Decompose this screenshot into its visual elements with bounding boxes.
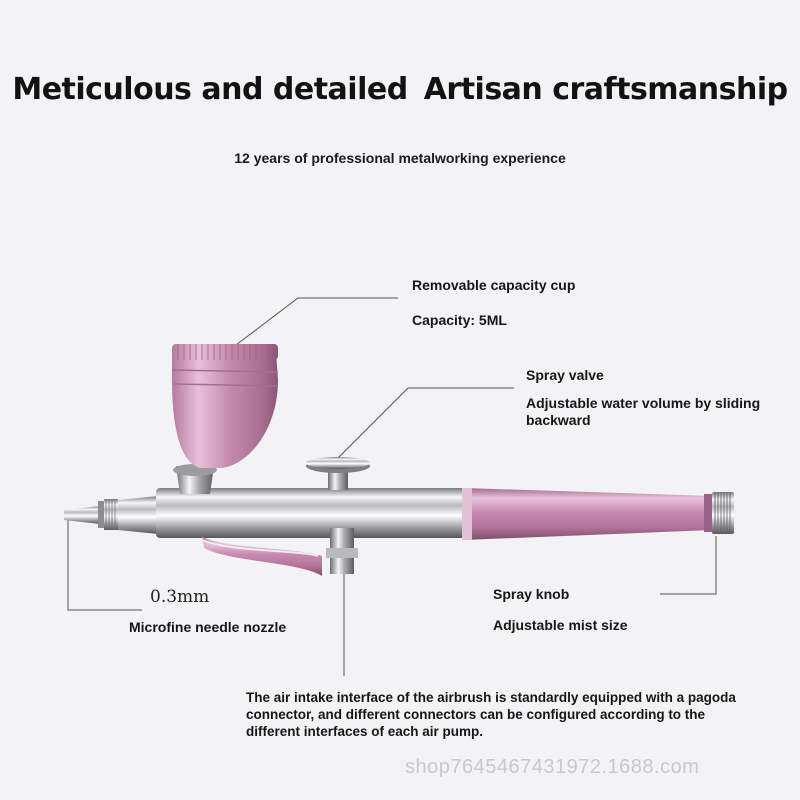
nozzle-size-label: 0.3mm bbox=[150, 587, 210, 607]
valve-title-label: Spray valve bbox=[526, 367, 604, 383]
knob-desc-label: Adjustable mist size bbox=[493, 617, 628, 633]
air-intake-description: The air intake interface of the airbrush… bbox=[246, 690, 736, 739]
cup-capacity-label: Capacity: 5ML bbox=[412, 312, 507, 328]
spray-knob bbox=[712, 492, 734, 534]
valve-desc-label: Adjustable water volume by sliding backw… bbox=[526, 395, 761, 428]
title-part-2: Artisan craftsmanship bbox=[423, 72, 788, 107]
cup-title-label: Removable capacity cup bbox=[412, 277, 576, 293]
title-part-1: Meticulous and detailed bbox=[12, 72, 408, 107]
nozzle bbox=[64, 496, 158, 534]
trigger-assembly bbox=[201, 528, 358, 576]
subtitle: 12 years of professional metalworking ex… bbox=[234, 150, 566, 166]
spray-valve bbox=[306, 457, 370, 490]
capacity-cup bbox=[171, 344, 279, 468]
watermark: shop7645467431972.1688.com bbox=[405, 756, 700, 778]
nozzle-title-label: Microfine needle nozzle bbox=[129, 619, 287, 635]
knob-title-label: Spray knob bbox=[493, 586, 570, 602]
pink-handle bbox=[462, 488, 714, 540]
chrome-body bbox=[156, 488, 468, 538]
cup-neck bbox=[173, 464, 217, 494]
page-title: Meticulous and detailed Artisan craftsman… bbox=[0, 72, 800, 107]
leader-lines bbox=[67, 297, 717, 676]
